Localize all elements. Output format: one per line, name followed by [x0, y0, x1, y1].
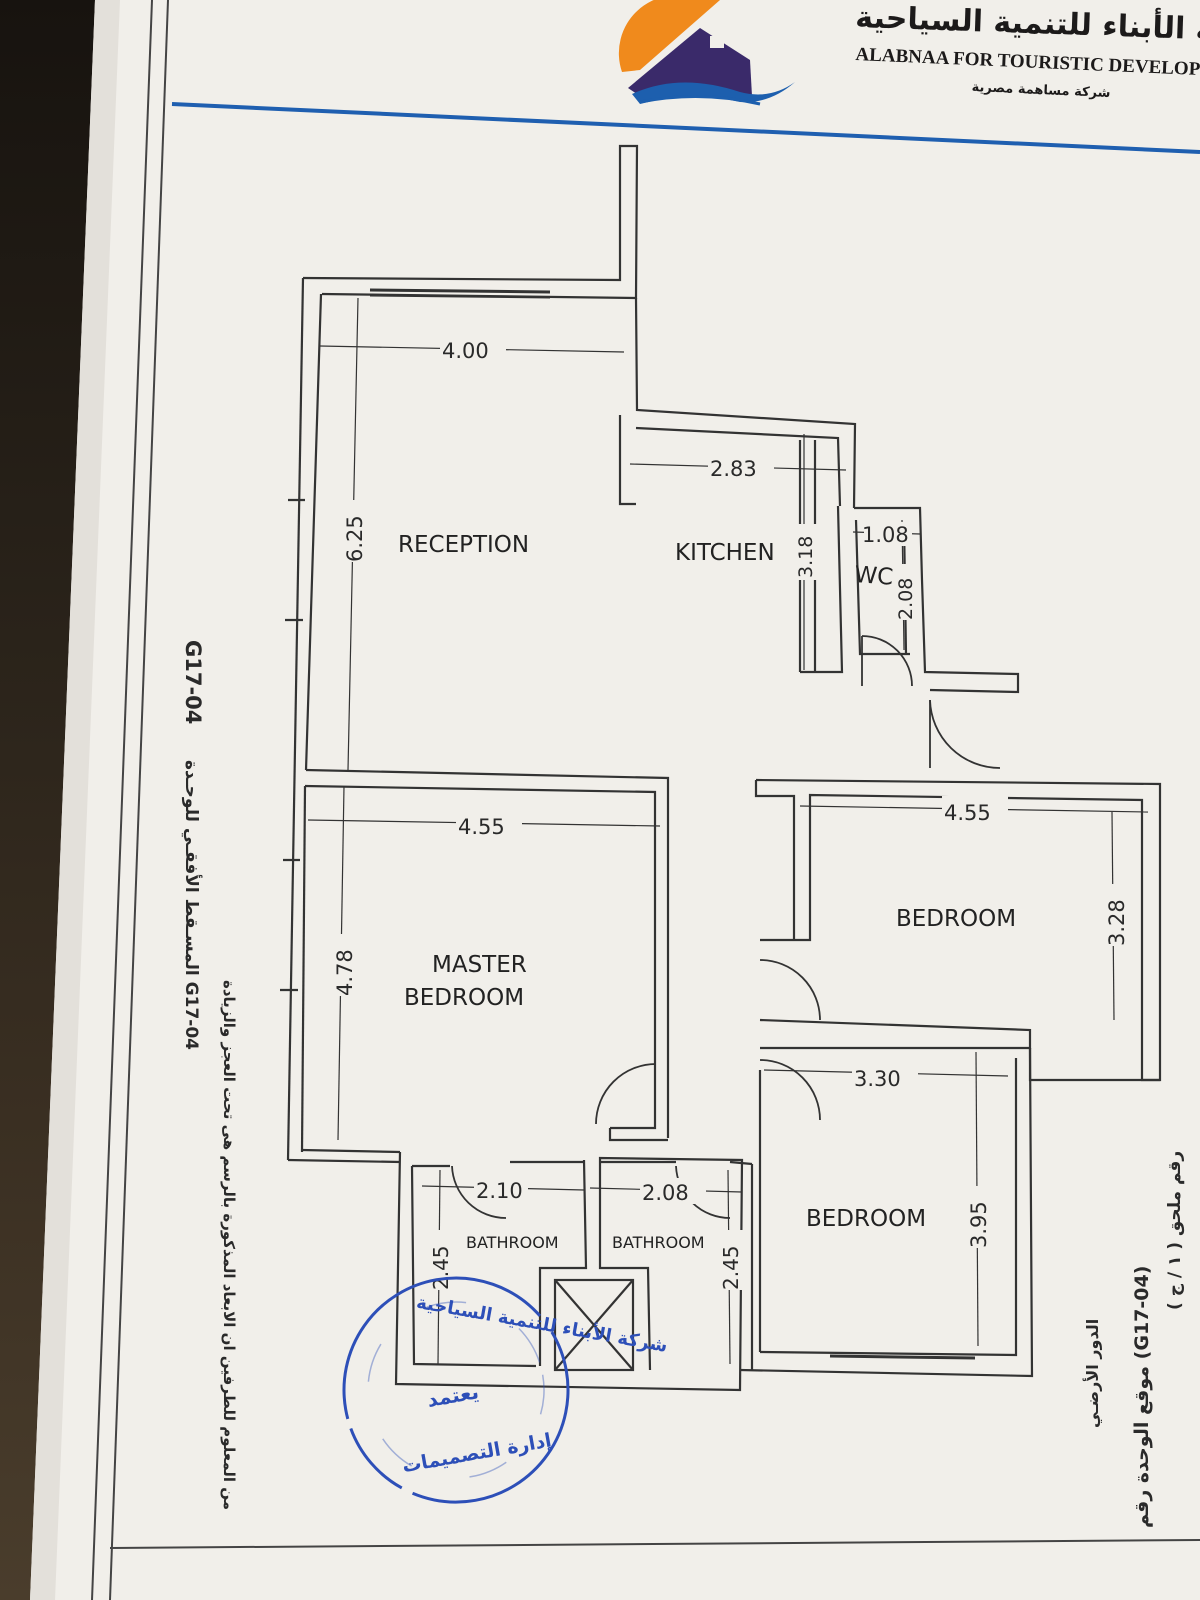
room-label-bathroom-b: BATHROOM	[612, 1233, 705, 1252]
room-label-bathroom-a: BATHROOM	[466, 1233, 559, 1252]
room-label-master-line2: BEDROOM	[404, 985, 524, 1011]
frame-line-bottom	[109, 1539, 1200, 1549]
dim-master-width: 4.55	[458, 815, 505, 839]
frame-line-inner	[109, 0, 169, 1600]
room-label-bedroom-b: BEDROOM	[806, 1206, 926, 1232]
dim-bath-a-width: 2.10	[476, 1179, 523, 1203]
dim-kitchen-height: 3.18	[795, 536, 817, 578]
right-floor: الدور الأرضـي	[1083, 1319, 1103, 1428]
dim-bedroom-a-height: 3.28	[1105, 899, 1129, 946]
doors	[451, 635, 1001, 1219]
room-label-wc: WC	[854, 562, 895, 591]
right-location: موقع الوحدة رقم (G17-04)	[1131, 1266, 1153, 1528]
left-disclaimer: من المعلوم للطرفين ان الابعاد المذكورة ب…	[220, 980, 238, 1510]
dim-bedroom-b-height: 3.95	[967, 1201, 991, 1248]
dim-wc-height: 2.08	[895, 578, 917, 620]
room-labels: RECEPTION KITCHEN WC MASTER BEDROOM BEDR…	[398, 532, 1016, 1252]
dim-reception-height: 6.25	[343, 515, 367, 562]
room-label-master-line1: MASTER	[432, 952, 527, 978]
vertical-dimension-labels: 6.25 3.18 2.08 4.78 3.28 3.95 2.45 2.45	[330, 500, 1132, 1290]
right-annex: رقم ملحق ( ١ / ج )	[1165, 1151, 1185, 1310]
dim-reception-width: 4.00	[442, 339, 489, 363]
left-plan-title: المسـقط الأفقـي للوحـدة G17-04	[181, 760, 202, 1050]
right-notes: رقم ملحق ( ١ / ج ) موقع الوحدة رقم (G17-…	[1083, 1151, 1185, 1528]
walls	[280, 144, 1162, 1392]
left-unit-code: G17-04	[181, 640, 205, 724]
paper-sheet	[30, 0, 1200, 1600]
dim-master-height: 4.78	[333, 949, 357, 996]
dimension-labels: 4.00 2.83 1.08 4.55 4.55 3.30 2.10 2.08	[440, 334, 1008, 1205]
dim-bath-a-height: 2.45	[429, 1245, 453, 1290]
dim-kitchen-width: 2.83	[710, 457, 757, 481]
paper-edge	[30, 0, 120, 1600]
left-notes: G17-04 المسـقط الأفقـي للوحـدة G17-04 من…	[181, 640, 238, 1510]
frame-line-outer	[91, 0, 153, 1600]
dim-bath-b-width: 2.08	[642, 1181, 689, 1205]
header-divider-line	[171, 102, 1200, 154]
room-label-reception: RECEPTION	[398, 532, 529, 558]
room-label-bedroom-a: BEDROOM	[896, 906, 1016, 932]
dim-wc-width: 1.08	[862, 523, 909, 547]
company-logo	[618, 0, 795, 106]
dim-bedroom-b-width: 3.30	[854, 1067, 901, 1091]
room-label-kitchen: KITCHEN	[675, 540, 775, 566]
dim-bath-b-height: 2.45	[719, 1245, 743, 1290]
dim-bedroom-a-width: 4.55	[944, 801, 991, 825]
